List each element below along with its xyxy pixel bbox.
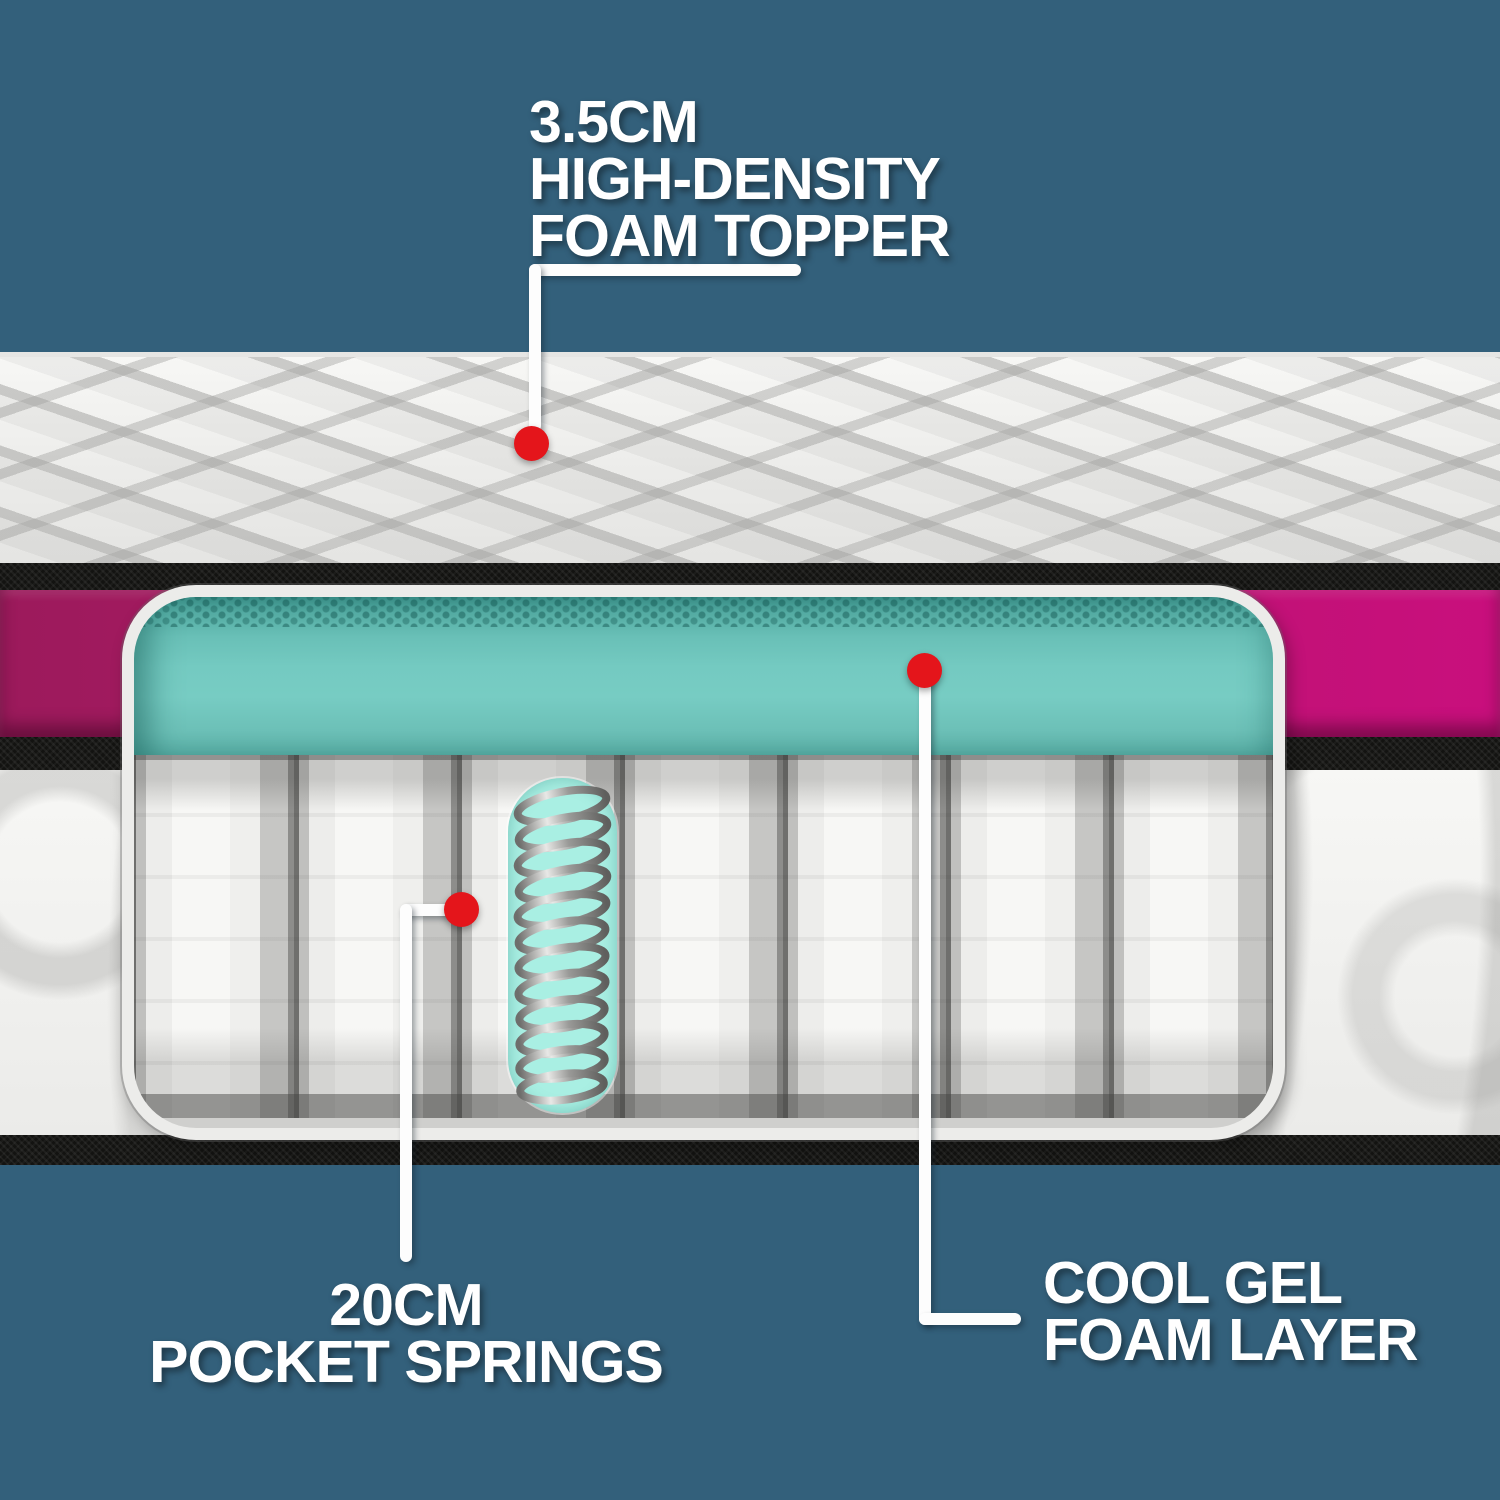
label-line: COOL GEL [1043,1250,1343,1316]
callout-line-topper-horizontal [529,264,801,276]
callout-line-topper-vertical [529,264,541,432]
exposed-spring-window [508,778,617,1113]
label-line: FOAM TOPPER [529,203,951,269]
label-pocket-springs: 20CM POCKET SPRINGS [106,1272,706,1395]
label-line: 20CM [329,1272,483,1338]
label-cool-gel: COOL GEL FOAM LAYER [1043,1250,1419,1373]
cutaway-panel [122,585,1285,1140]
label-line: 3.5CM [529,89,699,155]
cool-gel-foam-layer [134,597,1273,755]
callout-line-gel-horizontal [919,1313,1021,1325]
callout-line-springs-horizontal [400,904,458,916]
label-foam-topper: 3.5CM HIGH-DENSITY FOAM TOPPER [529,89,951,269]
label-line: FOAM LAYER [1043,1307,1419,1373]
black-trim-bottom [0,1135,1500,1165]
gel-knit-texture [134,597,1273,627]
label-line: POCKET SPRINGS [149,1329,664,1395]
callout-line-springs-vertical [400,904,412,1262]
marker-dot-gel [907,653,942,688]
spring-coil-icon [513,785,612,1105]
marker-dot-topper [514,426,549,461]
pocket-springs-layer [134,755,1273,1128]
quilted-foam-topper-layer [0,352,1500,568]
marker-dot-springs [444,892,479,927]
callout-line-gel-vertical [919,670,931,1325]
label-line: HIGH-DENSITY [529,146,941,212]
